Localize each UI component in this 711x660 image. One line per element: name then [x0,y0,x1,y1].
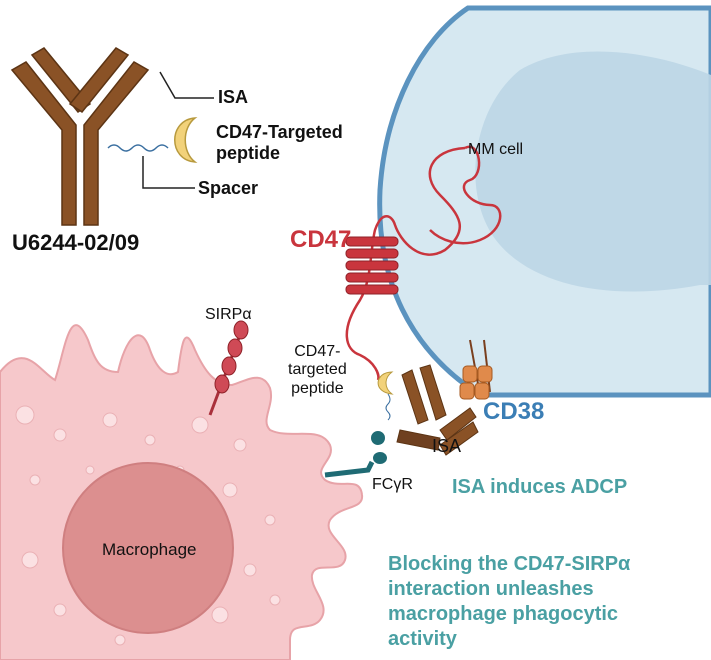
cd47-coil [345,236,399,295]
fcgr-receptor [324,452,387,478]
cd47-protein [345,145,502,381]
blocking-line3: macrophage phagocytic [388,603,619,625]
cd38-receptor [459,339,493,400]
cd38-label: CD38 [483,398,545,425]
cd47-label: CD47 [290,226,352,253]
cd47-targeted-peptide-mid-line1: CD47- [294,343,341,360]
cd47-targeted-peptide-label-mid: CD47- targeted peptide [288,343,347,398]
fcgr-label: FCγR [372,476,413,493]
cd47-targeted-peptide-line1: CD47-Targeted [216,122,343,142]
mm-cell [377,5,711,398]
isa-label-top: ISA [218,87,249,107]
isa-antibody-icon [371,364,479,456]
construct-name-label: U6244-02/09 [12,230,140,255]
isa-induces-adcp-label: ISA induces ADCP [452,476,628,498]
cd47-targeted-peptide-mid-line3: peptide [291,379,344,397]
macrophage-nucleus [62,462,234,634]
blocking-line2: interaction unleashes [388,578,594,600]
blocking-line1: Blocking the CD47-SIRPα [388,553,631,575]
blocking-statement: Blocking the CD47-SIRPα interaction unle… [388,552,630,652]
sirpa-receptor [208,320,249,416]
macrophage-label: Macrophage [102,540,197,559]
macrophage-cell [0,324,364,660]
cd47-targeted-peptide-mid-line2: targeted [288,361,347,379]
cd47-targeted-peptide-label-top: CD47-Targeted peptide [216,122,343,163]
blocking-line4: activity [388,628,457,650]
isa-label-mid: ISA [432,436,462,456]
cd47-targeted-peptide-line2: peptide [216,142,281,163]
sirpa-label: SIRPα [205,306,252,323]
spacer-label: Spacer [198,178,259,198]
antibody-construct-icon [10,47,214,226]
mm-cell-label: MM cell [468,141,524,158]
